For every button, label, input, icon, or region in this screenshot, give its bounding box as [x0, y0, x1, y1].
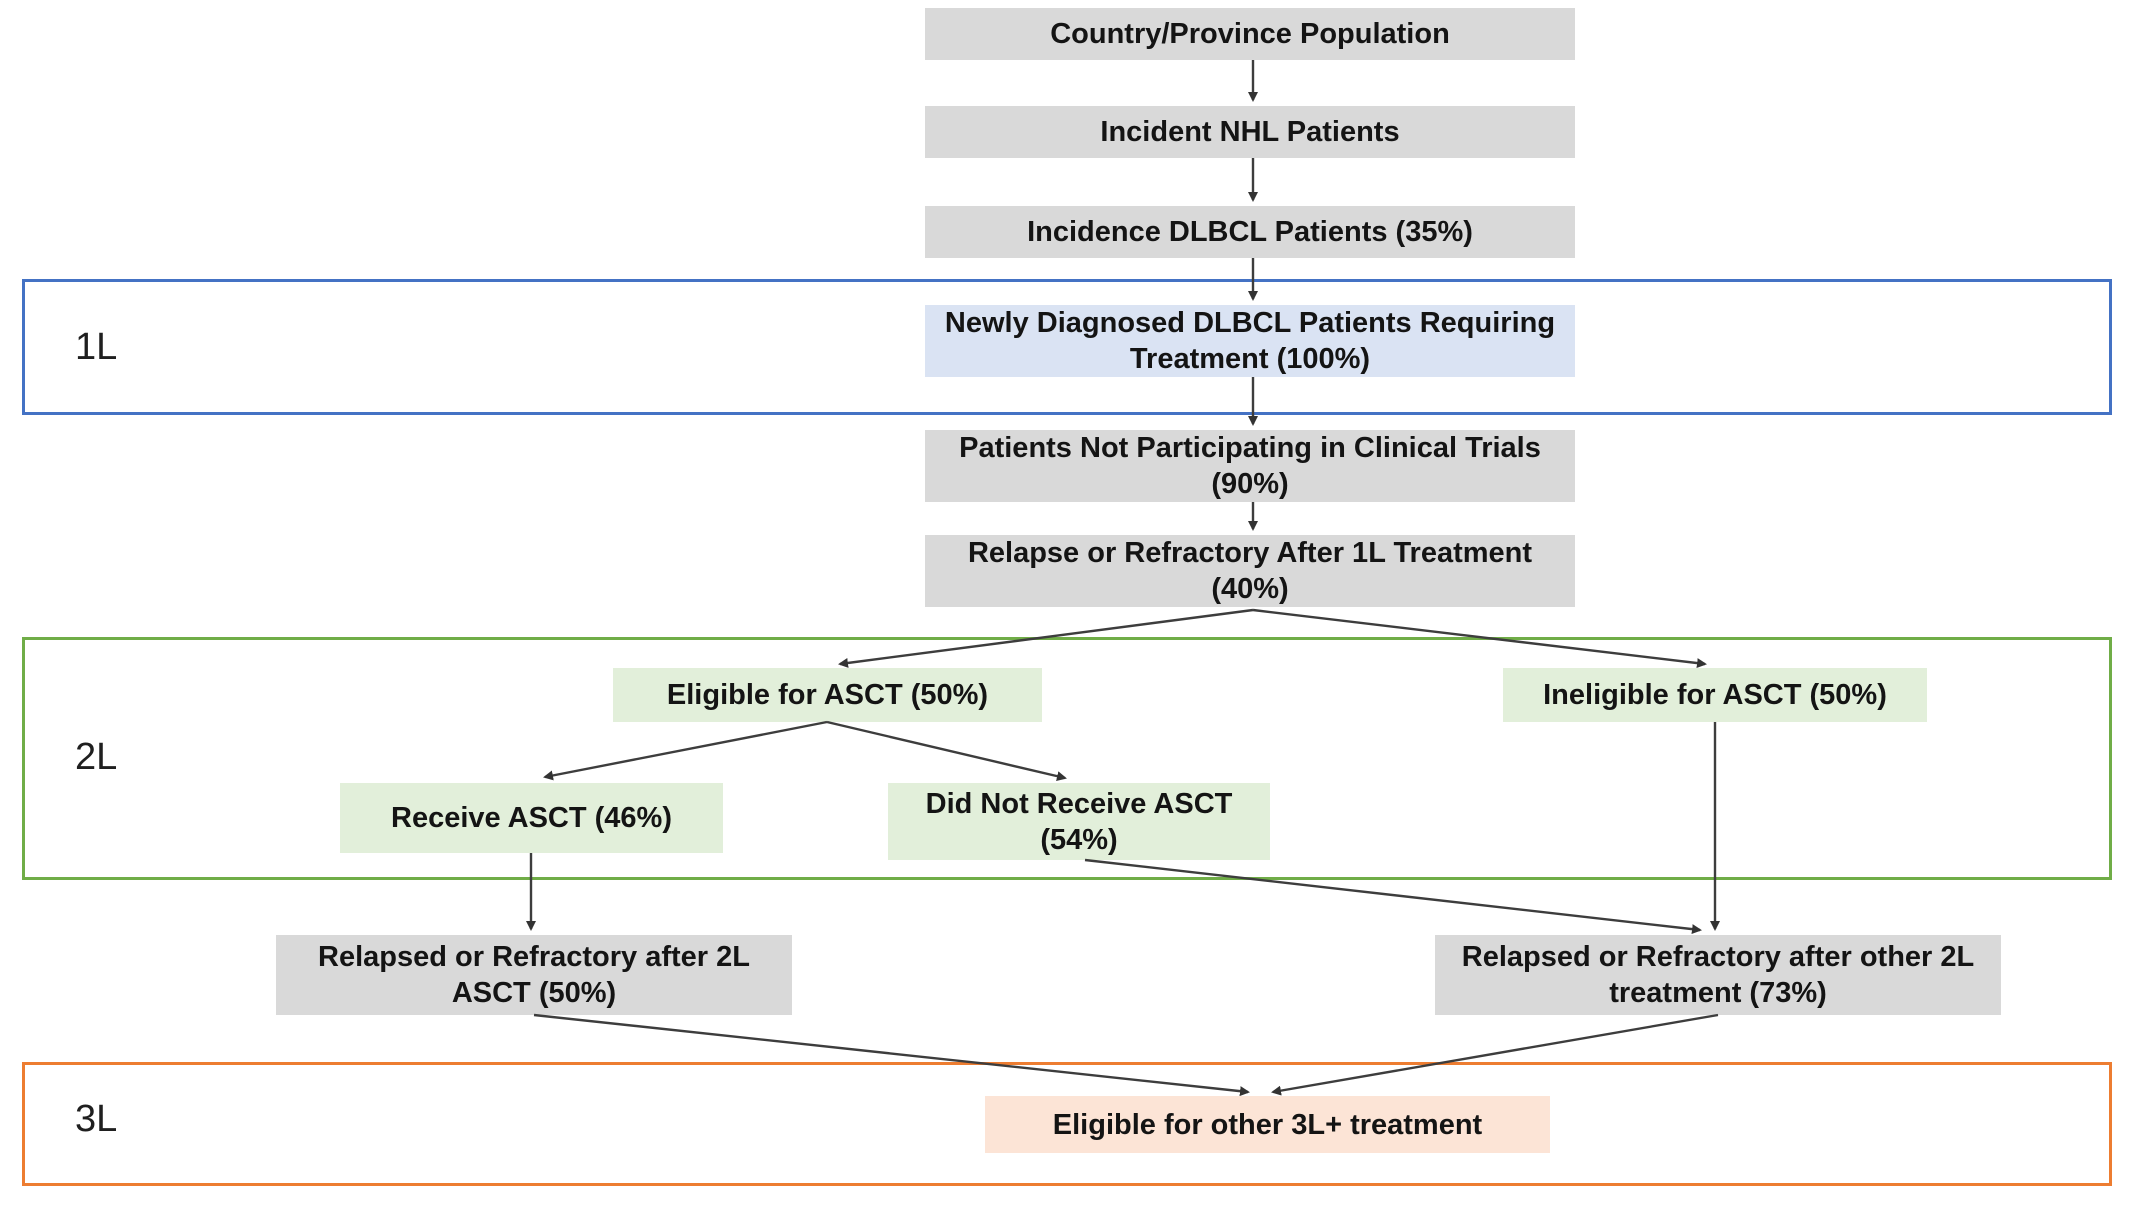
node-label: Treatment (100%): [1129, 343, 1371, 375]
node-not-in-clinical-trials: Patients Not Participating in Clinical T…: [925, 430, 1575, 502]
node-label: ASCT (50%): [451, 977, 617, 1009]
node-label: Did Not Receive ASCT: [925, 787, 1233, 820]
node-label: (54%): [1040, 823, 1118, 856]
node-label: Relapse or Refractory After 1L Treatment: [967, 537, 1533, 569]
node-label: Country/Province Population: [1050, 18, 1450, 50]
node-label: Patients Not Participating in Clinical T…: [959, 432, 1541, 464]
node-label: (90%): [1211, 468, 1289, 500]
node-did-not-receive-asct: Did Not Receive ASCT (54%): [888, 783, 1270, 860]
node-receive-asct: Receive ASCT (46%): [340, 783, 723, 853]
node-country-province-population: Country/Province Population: [925, 8, 1575, 60]
region-label-1l: 1L: [75, 326, 118, 368]
node-label: Relapsed or Refractory after other 2L: [1461, 941, 1975, 973]
node-label: (40%): [1211, 573, 1289, 605]
region-label-2l: 2L: [75, 736, 118, 778]
node-relapsed-refractory-after-2l-asct: Relapsed or Refractory after 2L ASCT (50…: [276, 935, 792, 1015]
node-incident-nhl-patients: Incident NHL Patients: [925, 106, 1575, 158]
node-label: Incident NHL Patients: [1100, 116, 1400, 148]
region-1l: [22, 279, 2112, 415]
node-relapsed-refractory-after-other-2l: Relapsed or Refractory after other 2L tr…: [1435, 935, 2001, 1015]
node-label: Incidence DLBCL Patients (35%): [1027, 216, 1473, 248]
region-label-3l: 3L: [75, 1098, 118, 1140]
node-label: Newly Diagnosed DLBCL Patients Requiring: [944, 307, 1556, 339]
node-incidence-dlbcl-patients: Incidence DLBCL Patients (35%): [925, 206, 1575, 258]
node-eligible-other-3l-treatment: Eligible for other 3L+ treatment: [985, 1096, 1550, 1153]
node-newly-diagnosed-dlbcl: Newly Diagnosed DLBCL Patients Requiring…: [925, 305, 1575, 377]
node-label: Receive ASCT (46%): [391, 802, 672, 834]
node-eligible-for-asct: Eligible for ASCT (50%): [613, 668, 1042, 722]
node-label: Ineligible for ASCT (50%): [1543, 679, 1887, 711]
node-label: Relapsed or Refractory after 2L: [318, 941, 750, 973]
node-label: treatment (73%): [1609, 977, 1827, 1009]
node-label: Eligible for ASCT (50%): [666, 679, 989, 711]
node-ineligible-for-asct: Ineligible for ASCT (50%): [1503, 668, 1927, 722]
node-label: Eligible for other 3L+ treatment: [1052, 1108, 1483, 1141]
node-relapse-refractory-after-1l: Relapse or Refractory After 1L Treatment…: [925, 535, 1575, 607]
